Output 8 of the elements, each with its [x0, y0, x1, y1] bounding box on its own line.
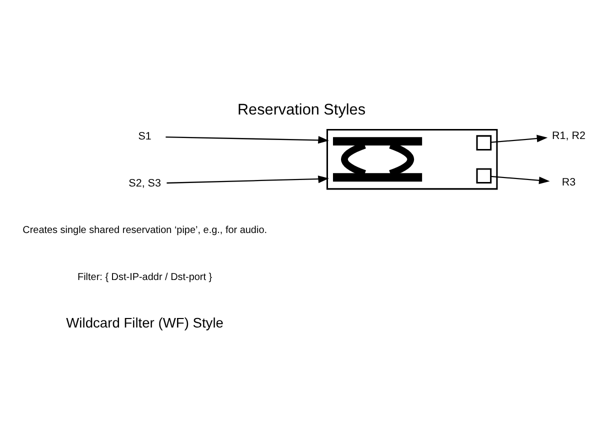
node-text: R3: [562, 176, 576, 188]
label: Wildcard Filter (WF) Style: [66, 314, 224, 330]
diagram-title: Reservation Styles: [237, 100, 366, 118]
node-text: S1: [138, 130, 152, 142]
node-text: R1, R2: [552, 129, 586, 142]
node-text: S2, S3: [128, 176, 161, 189]
label: Creates single shared reservation ‘pipe’, e.g., for audio.: [22, 224, 268, 236]
label: Filter: { Dst-IP-addr / Dst-port }: [78, 271, 212, 282]
